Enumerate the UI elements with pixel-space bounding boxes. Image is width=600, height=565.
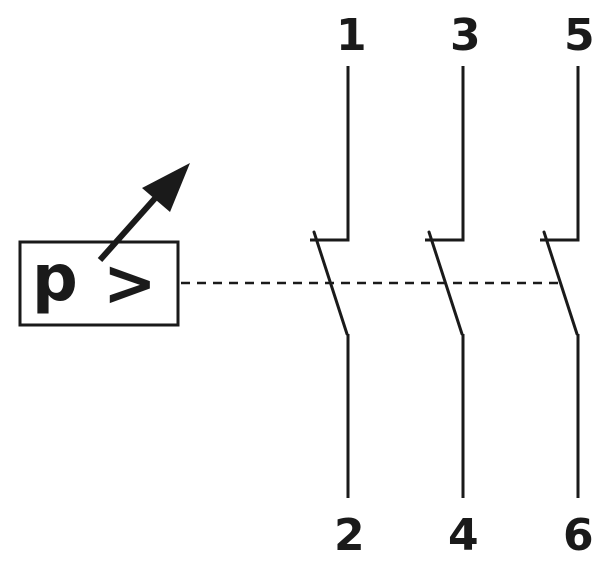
contact-blade	[542, 230, 579, 336]
pressure-symbol: p	[32, 242, 78, 316]
terminal-label-6: 6	[563, 510, 594, 561]
relay-box	[18, 240, 180, 327]
pressure-relay: p >	[18, 163, 190, 327]
contact-upper-terminal	[310, 66, 350, 242]
terminal-label-3: 3	[450, 10, 481, 61]
greater-than-symbol: >	[103, 247, 157, 321]
adjustment-arrowhead-icon	[142, 163, 190, 212]
terminal-label-1: 1	[336, 10, 367, 61]
contact-upper-terminal	[425, 66, 465, 242]
contact-3-4: 3 4	[425, 10, 481, 561]
terminal-label-5: 5	[564, 10, 595, 61]
contact-upper-terminal	[540, 66, 580, 242]
terminal-label-4: 4	[448, 510, 479, 561]
contact-5-6: 5 6	[540, 10, 595, 561]
contact-blade	[312, 230, 349, 336]
terminal-label-2: 2	[334, 510, 365, 561]
contact-1-2: 1 2	[310, 10, 367, 561]
contact-blade	[427, 230, 464, 336]
